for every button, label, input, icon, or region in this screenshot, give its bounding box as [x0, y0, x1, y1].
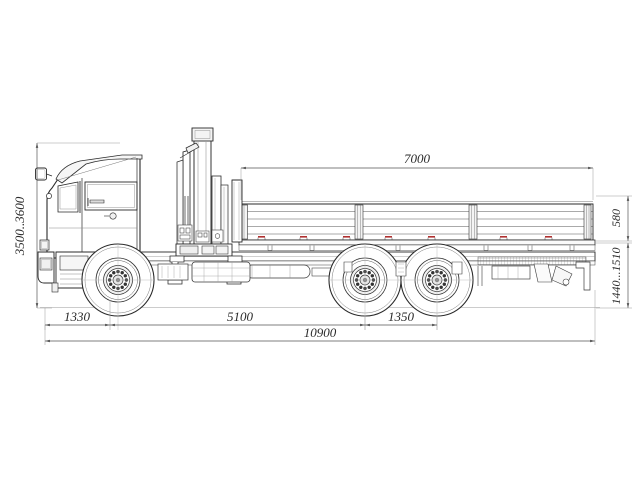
knuckle-boom-crane: [167, 127, 243, 285]
dimension-bed-length: 7000: [240, 151, 594, 200]
dimension-overall-length: 10900: [44, 290, 596, 345]
stake-post-group: [241, 204, 592, 240]
dim-overall-height-label: 3500..3600: [12, 196, 27, 256]
rear-suspension: [343, 261, 463, 277]
wheel-group: [81, 243, 474, 330]
latch-marks: [258, 236, 552, 238]
dim-bed-side-height-label: 580: [609, 209, 623, 227]
dim-wheelbase-label: 5100: [227, 309, 254, 324]
dim-bed-floor-height-label: 1440...1510: [609, 248, 623, 305]
dimension-bed-floor-height: 1440...1510: [596, 242, 632, 309]
dim-overall-length-label: 10900: [304, 325, 337, 340]
dim-rear-bogie-spacing-label: 1350: [388, 309, 415, 324]
dimension-overall-height: 3500..3600: [12, 142, 120, 309]
dimension-bed-side-height: 580: [596, 195, 632, 242]
dim-front-overhang-label: 1330: [64, 309, 91, 324]
dimension-bottom-chain: 1330 5100 1350: [44, 300, 438, 330]
front-wheel: [81, 243, 155, 330]
tiedown-hooks: [257, 237, 553, 240]
dim-bed-length-label: 7000: [404, 151, 431, 166]
chassis-equipment: [157, 261, 591, 293]
cargo-platform: [184, 201, 596, 251]
